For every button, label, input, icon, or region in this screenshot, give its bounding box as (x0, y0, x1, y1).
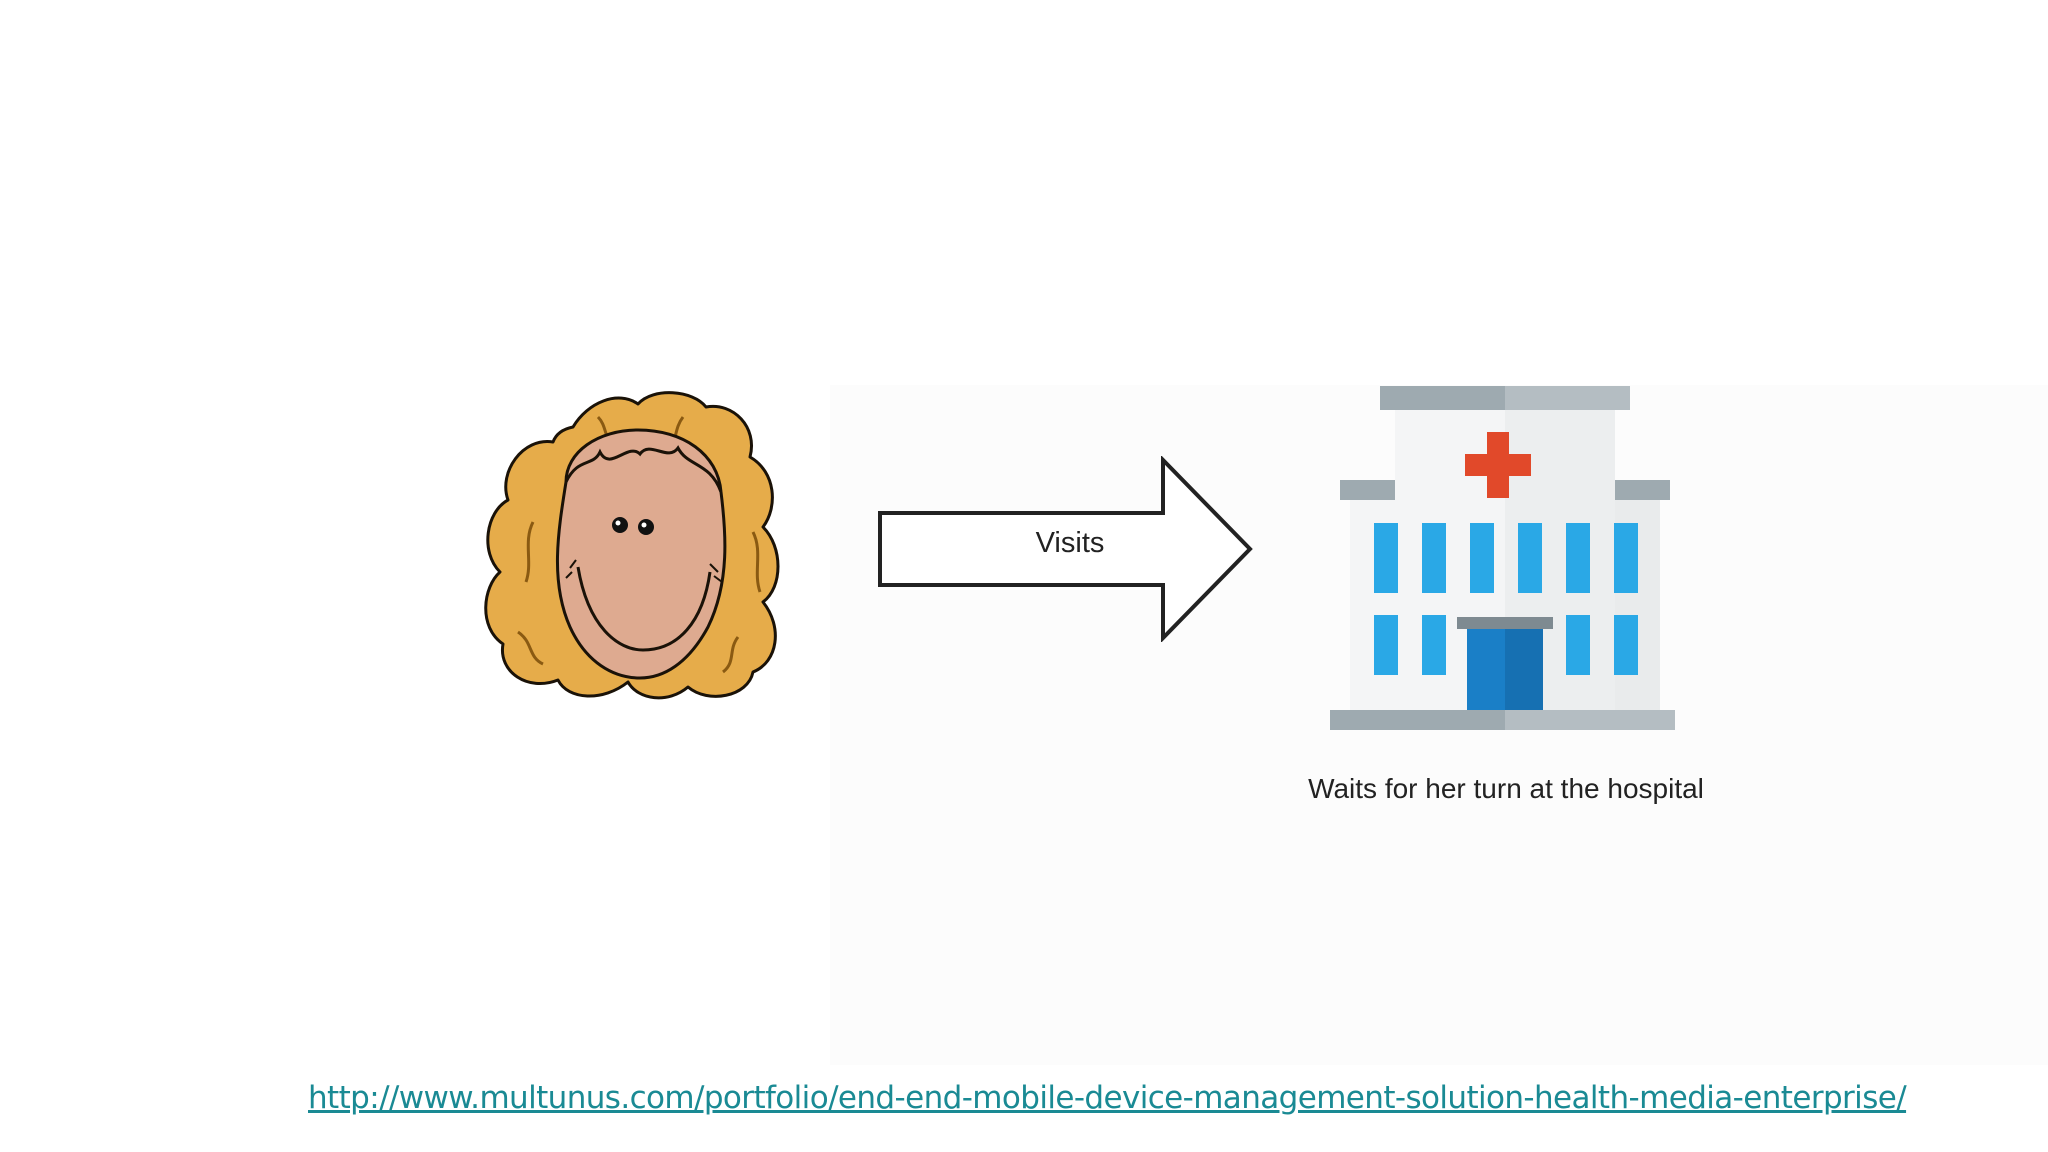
hospital-icon (1330, 386, 1675, 730)
hospital-caption: Waits for her turn at the hospital (1308, 773, 1704, 804)
source-link[interactable]: http://www.multunus.com/portfolio/end-en… (308, 1080, 1907, 1116)
arrow-label: Visits (1035, 527, 1105, 559)
medical-cross-icon (1465, 432, 1531, 498)
woman-face-icon (484, 391, 780, 700)
arrow-right-icon (878, 456, 1253, 642)
